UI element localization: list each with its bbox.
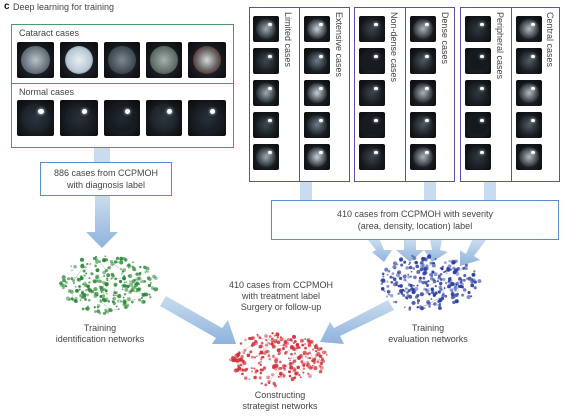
identification-caption: Training identification networks xyxy=(40,323,160,345)
severity-box: 410 cases from CCPMOH with severity (are… xyxy=(271,200,559,240)
evaluation-network-brain xyxy=(379,254,482,311)
arrow-severity-2 xyxy=(396,240,424,262)
severity-image xyxy=(516,80,542,106)
group-divider xyxy=(299,7,301,182)
arrow-diagnosis-to-brain xyxy=(86,196,118,248)
central-cases-label: Central cases xyxy=(545,12,555,68)
dense-cases-label: Dense cases xyxy=(440,12,450,65)
cataract-image xyxy=(104,42,140,78)
severity-image xyxy=(465,48,491,74)
panel-letter: c xyxy=(4,1,10,12)
panel-divider xyxy=(12,83,233,84)
strategist-caption-line-2: strategist networks xyxy=(242,401,318,411)
cataract-label: Cataract cases xyxy=(19,28,80,38)
arrow-blue-to-red xyxy=(320,300,394,344)
group-divider xyxy=(405,7,407,182)
evaluation-caption: Training evaluation networks xyxy=(366,323,490,345)
severity-image xyxy=(304,112,330,138)
severity-image xyxy=(253,144,279,170)
severity-line-1: 410 cases from CCPMOH with severity xyxy=(336,209,494,219)
severity-image xyxy=(359,16,385,42)
normal-image xyxy=(188,100,226,136)
treatment-line-2: with treatment label xyxy=(241,291,321,301)
diagnosis-line-1: 886 cases from CCPMOH xyxy=(53,168,159,178)
arrow-severity-1 xyxy=(368,240,392,262)
severity-image xyxy=(516,48,542,74)
diagnosis-line-2: with diagnosis label xyxy=(66,180,146,190)
severity-image xyxy=(465,80,491,106)
normal-image xyxy=(104,100,140,136)
normal-image xyxy=(146,100,182,136)
extensive-cases-label: Extensive cases xyxy=(334,12,344,78)
normal-image xyxy=(17,100,54,136)
severity-image xyxy=(465,112,491,138)
severity-image xyxy=(304,16,330,42)
severity-image xyxy=(253,80,279,106)
non-dense-cases-label: Non-dense cases xyxy=(389,12,399,83)
strategist-caption: Constructing strategist networks xyxy=(218,390,342,412)
identification-network-brain xyxy=(59,255,159,316)
severity-image xyxy=(410,80,436,106)
treatment-line-3: Surgery or follow-up xyxy=(240,302,322,312)
severity-image xyxy=(410,112,436,138)
severity-image xyxy=(465,16,491,42)
arrow-severity-4 xyxy=(460,240,486,266)
arrow-green-to-red xyxy=(160,296,236,344)
cataract-image xyxy=(188,42,226,78)
arrow-purple-3 xyxy=(484,182,496,200)
evaluation-caption-line-1: Training xyxy=(411,323,445,333)
severity-image xyxy=(359,48,385,74)
severity-image xyxy=(410,16,436,42)
evaluation-caption-line-2: evaluation networks xyxy=(388,334,468,344)
severity-image xyxy=(516,16,542,42)
cataract-image xyxy=(146,42,182,78)
normal-label: Normal cases xyxy=(19,87,75,97)
severity-image xyxy=(253,112,279,138)
severity-image xyxy=(304,48,330,74)
severity-image xyxy=(516,144,542,170)
identification-caption-line-1: Training xyxy=(83,323,117,333)
severity-group-location xyxy=(460,7,560,182)
severity-group-density xyxy=(354,7,455,182)
group-divider xyxy=(511,7,513,182)
severity-image xyxy=(304,144,330,170)
cataract-image xyxy=(60,42,98,78)
training-cases-panel xyxy=(11,24,234,148)
severity-image xyxy=(304,80,330,106)
identification-caption-line-2: identification networks xyxy=(55,334,145,344)
cataract-image xyxy=(17,42,54,78)
arrow-green-to-diagnosis xyxy=(94,148,110,162)
peripheral-cases-label: Peripheral cases xyxy=(495,12,505,80)
section-heading: Deep learning for training xyxy=(13,2,115,12)
severity-image xyxy=(410,48,436,74)
severity-line-2: (area, density, location) label xyxy=(357,221,473,231)
limited-cases-label: Limited cases xyxy=(283,12,293,68)
severity-image xyxy=(410,144,436,170)
treatment-text: 410 cases from CCPMOH with treatment lab… xyxy=(226,280,336,313)
arrow-purple-2 xyxy=(424,182,436,200)
severity-image xyxy=(359,112,385,138)
arrow-purple-1 xyxy=(300,182,312,200)
severity-image xyxy=(465,144,491,170)
treatment-line-1: 410 cases from CCPMOH xyxy=(228,280,334,290)
diagnosis-box: 886 cases from CCPMOH with diagnosis lab… xyxy=(40,162,172,196)
strategist-network-brain xyxy=(229,332,328,388)
strategist-caption-line-1: Constructing xyxy=(254,390,306,400)
severity-image xyxy=(253,48,279,74)
severity-image xyxy=(359,144,385,170)
severity-image xyxy=(253,16,279,42)
severity-image xyxy=(359,80,385,106)
normal-image xyxy=(60,100,98,136)
severity-image xyxy=(516,112,542,138)
